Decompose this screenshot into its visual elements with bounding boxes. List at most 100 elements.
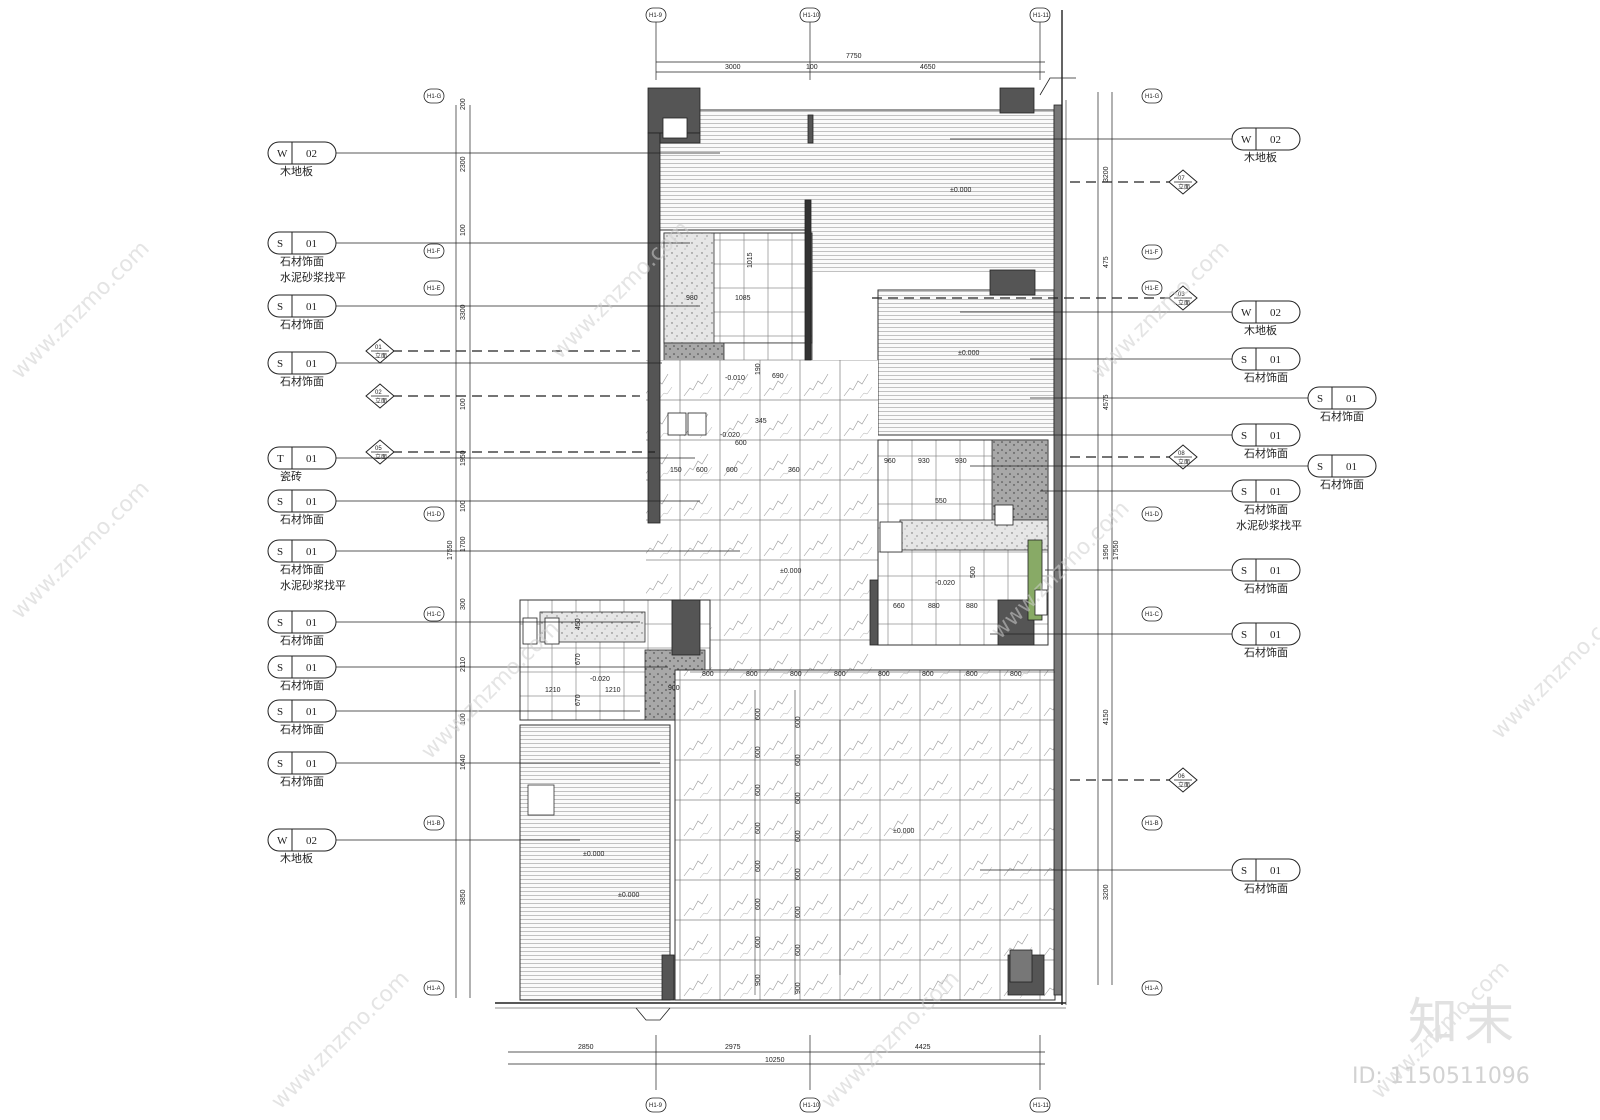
tile-col-dim: 600 <box>795 830 802 842</box>
grid-axis-label: H1-C <box>1145 612 1160 618</box>
grid-axis-label: H1-F <box>1145 250 1159 256</box>
tag-code: S <box>277 546 283 558</box>
tag-description: 石材饰面 <box>280 317 324 331</box>
room-fills <box>519 109 1056 1001</box>
tag-number: 01 <box>306 496 317 508</box>
tile-col-dim: 600 <box>795 868 802 880</box>
room-dim: 930 <box>918 458 930 465</box>
left-dim-part: 2110 <box>460 657 467 672</box>
tag-code: W <box>1241 307 1252 319</box>
room-dim: 1015 <box>747 252 754 268</box>
left-dim-part: 100 <box>460 398 467 410</box>
room-dim: 550 <box>935 498 947 505</box>
grid-axis-bubble: H1-E <box>423 280 445 296</box>
grid-axis-label: H1-9 <box>649 1103 663 1109</box>
tag-description: 石材饰面 <box>1244 446 1288 460</box>
tile-col-dim: 600 <box>795 754 802 766</box>
tag-description: 石材饰面 <box>280 678 324 692</box>
tile-dimension-strips <box>690 671 1055 995</box>
grid-axis-bubble: H1-B <box>1141 815 1163 831</box>
room-dim: 1210 <box>605 687 621 694</box>
grid-axis-label: H1-B <box>427 821 441 827</box>
tile-col-labels: 6006006006006006006006006006006006006006… <box>755 708 802 994</box>
right-dimension-chain <box>1097 92 1113 985</box>
tag-number: 02 <box>1270 134 1281 146</box>
tag-number: 01 <box>1270 430 1281 442</box>
section-number: 06 <box>1178 774 1185 780</box>
tag-description: 石材饰面 <box>280 774 324 788</box>
tag-number: 01 <box>1346 393 1357 405</box>
section-number: 07 <box>1178 176 1185 182</box>
grid-axis-label: H1-D <box>427 512 442 518</box>
bottom-dim: 2975 <box>725 1044 741 1051</box>
watermark-text: www.znzmo.com <box>7 476 155 624</box>
tile-col-dim: 600 <box>795 716 802 728</box>
tile-row-dim: 800 <box>702 671 714 678</box>
grid-axis-bubble: H1-E <box>1141 280 1163 296</box>
tag-code: S <box>1241 865 1247 877</box>
tag-number: 01 <box>1270 565 1281 577</box>
material-tag: S 01 石材饰面 <box>1030 347 1301 384</box>
grid-axis-label: H1-11 <box>1033 13 1050 19</box>
section-sub: 立面 <box>1178 781 1190 789</box>
grid-axis-bubble: H1-D <box>1141 506 1163 522</box>
tag-number: 01 <box>1270 354 1281 366</box>
level-mark: ±0.000 <box>958 350 979 357</box>
left-dim-part: 3850 <box>460 889 467 905</box>
grid-axis-label: H1-D <box>1145 512 1160 518</box>
tile-row-dim: 800 <box>878 671 890 678</box>
grid-axis-bubble: H1-9 <box>645 7 667 23</box>
room-dim: 1085 <box>735 295 751 302</box>
section-sub: 立面 <box>1178 458 1190 466</box>
left-dim-part: 100 <box>460 500 467 512</box>
tag-description: 石材饰面 <box>280 374 324 388</box>
left-dim-part: 300 <box>460 598 467 610</box>
room-dim: 600 <box>726 467 738 474</box>
left-dim-part: 200 <box>460 98 467 110</box>
brand-logo: 知末 <box>1408 993 1520 1051</box>
watermark-text: www.znzmo.com <box>267 966 415 1114</box>
tile-col-dim: 600 <box>795 792 802 804</box>
level-marks: ±0.000 ±0.000 -0.020 ±0.000 -0.020 ±0.00… <box>583 187 979 899</box>
level-mark: ±0.000 <box>950 187 971 194</box>
room-dim: 190 <box>755 363 762 375</box>
tag-description: 木地板 <box>1244 150 1277 164</box>
tag-description: 石材饰面 <box>1244 581 1288 595</box>
tag-number: 01 <box>1346 461 1357 473</box>
watermark-text: www.znzmo.com <box>1487 596 1600 744</box>
room-dim: 600 <box>696 467 708 474</box>
grid-axis-bubble: H1-11 <box>1029 7 1051 23</box>
tag-description: 石材饰面 <box>280 633 324 647</box>
room-dim: 930 <box>955 458 967 465</box>
room-dim: 660 <box>893 603 905 610</box>
grid-axis-label: H1-10 <box>803 13 820 19</box>
tag-number: 01 <box>306 706 317 718</box>
room-dim: 900 <box>668 685 680 692</box>
tile-row-dim: 800 <box>1010 671 1022 678</box>
grid-axis-bubble: H1-F <box>1141 244 1163 260</box>
left-total-dim: 17550 <box>447 540 454 560</box>
room-dim: 670 <box>575 653 582 665</box>
tag-description: 石材饰面 <box>1244 370 1288 384</box>
left-dim-part: 1640 <box>460 754 467 770</box>
right-dim-part: 3200 <box>1103 166 1110 182</box>
tag-code: S <box>1241 354 1247 366</box>
left-dim-part: 100 <box>460 713 467 725</box>
grid-axis-label: H1-A <box>427 986 441 992</box>
section-sub: 立面 <box>375 453 387 461</box>
tag-number: 01 <box>306 758 317 770</box>
